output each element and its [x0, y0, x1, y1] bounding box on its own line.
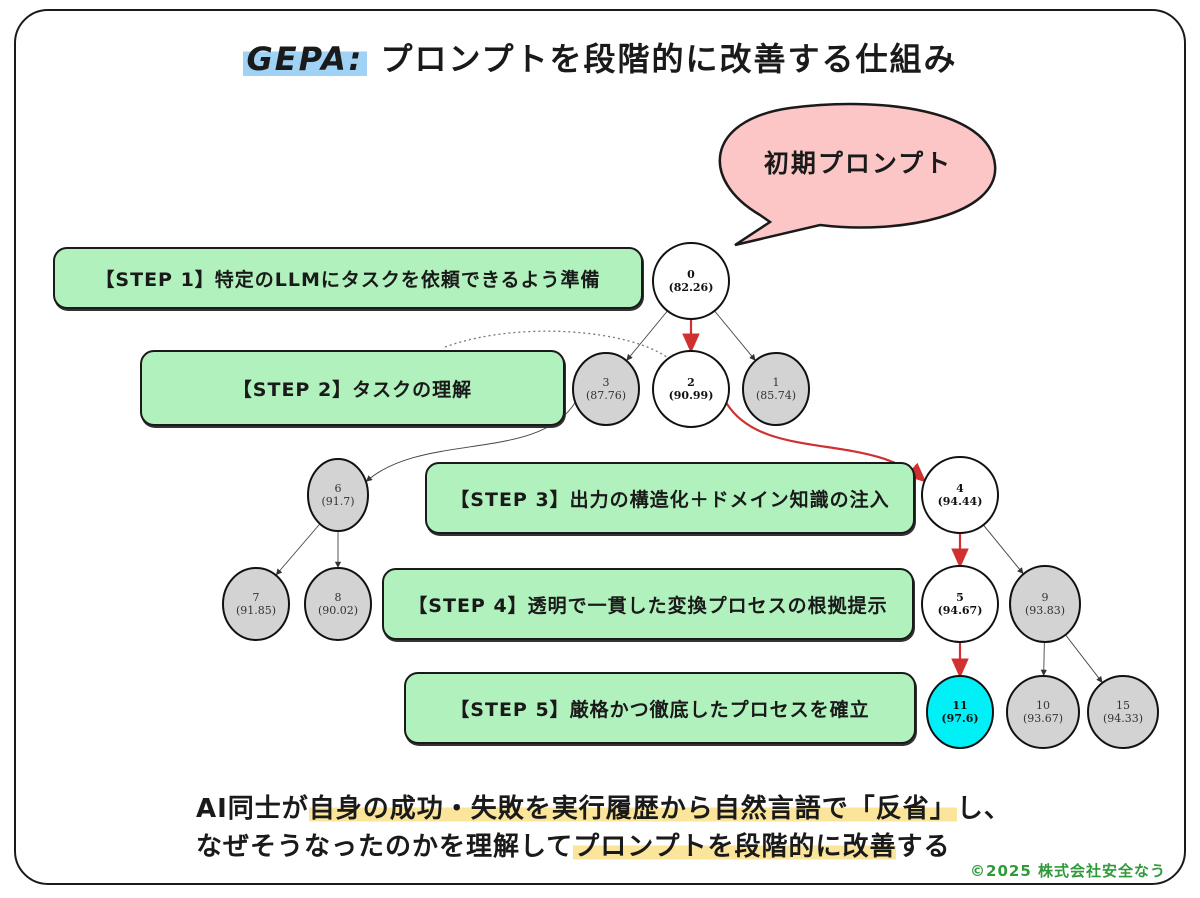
node-circle	[1006, 675, 1080, 749]
node-circle	[304, 567, 372, 641]
node-id: 8	[335, 591, 342, 604]
step-4-box: 【STEP 4】透明で一貫した変換プロセスの根拠提示	[382, 568, 914, 640]
node-id: 15	[1116, 699, 1130, 712]
node-score: (87.76)	[586, 389, 626, 402]
node-circle	[1087, 675, 1159, 749]
speech-bubble	[718, 102, 997, 247]
node-circle	[921, 456, 999, 534]
node-score: (93.67)	[1023, 712, 1063, 725]
edge-9-10	[1040, 641, 1047, 677]
node-id: 11	[952, 699, 967, 712]
caption-text: なぜそうなったのかを理解して	[196, 832, 574, 862]
node-15: 15(94.33)	[1087, 675, 1159, 749]
edge-0-3	[626, 310, 668, 361]
edge-4-9	[983, 524, 1024, 575]
node-id: 1	[773, 376, 780, 389]
node-circle	[307, 458, 369, 532]
node-circle	[926, 675, 994, 749]
node-id: 3	[603, 376, 610, 389]
node-id: 0	[687, 268, 695, 281]
step-3-box: 【STEP 3】出力の構造化＋ドメイン知識の注入	[425, 462, 915, 534]
caption-text: する	[896, 832, 951, 862]
bubble-label: 初期プロンプト	[763, 149, 953, 178]
node-circle	[572, 352, 640, 426]
node-5: 5(94.67)	[921, 565, 999, 643]
caption: AI同士が自身の成功・失敗を実行履歴から自然言語で「反省」し、 なぜそうなったの…	[196, 790, 1011, 866]
step-5-box: 【STEP 5】厳格かつ徹底したプロセスを確立	[404, 672, 916, 744]
node-score: (85.74)	[756, 389, 796, 402]
caption-highlight: プロンプトを段階的に改善	[573, 832, 897, 862]
node-10: 10(93.67)	[1006, 675, 1080, 749]
dotted-connector	[444, 330, 669, 359]
node-circle	[652, 350, 730, 428]
node-id: 10	[1036, 699, 1050, 712]
node-score: (91.7)	[321, 495, 354, 508]
node-id: 9	[1042, 591, 1049, 604]
page-title: GEPA: プロンプトを段階的に改善する仕組み	[0, 34, 1200, 80]
node-id: 5	[956, 591, 964, 604]
node-score: (94.44)	[938, 495, 983, 508]
title-text: プロンプトを段階的に改善する仕組み	[367, 40, 958, 78]
caption-text: し、	[956, 794, 1011, 824]
node-3: 3(87.76)	[572, 352, 640, 426]
node-1: 1(85.74)	[742, 352, 810, 426]
node-2: 2(90.99)	[652, 350, 730, 428]
node-id: 6	[335, 482, 342, 495]
node-score: (90.02)	[318, 604, 358, 617]
node-id: 4	[956, 482, 964, 495]
node-score: (82.26)	[669, 281, 714, 294]
node-9: 9(93.83)	[1009, 565, 1081, 643]
node-id: 2	[687, 376, 695, 389]
copyright: ©2025 株式会社安全なう	[970, 862, 1166, 880]
node-score: (91.85)	[236, 604, 276, 617]
node-circle	[222, 567, 290, 641]
node-score: (94.67)	[938, 604, 983, 617]
caption-line-1: AI同士が自身の成功・失敗を実行履歴から自然言語で「反省」し、	[196, 790, 1011, 828]
outer-frame	[14, 9, 1186, 885]
node-score: (94.33)	[1103, 712, 1143, 725]
node-score: (97.6)	[941, 712, 978, 725]
step-2-box: 【STEP 2】タスクの理解	[140, 350, 565, 426]
caption-text: AI同士が	[196, 794, 309, 824]
step-1-box: 【STEP 1】特定のLLMにタスクを依頼できるよう準備	[53, 247, 643, 309]
edge-9-15	[1065, 634, 1103, 684]
caption-highlight: 自身の成功・失敗を実行履歴から自然言語で「反省」	[308, 794, 957, 824]
node-id: 7	[253, 591, 260, 604]
edge-0-1	[714, 310, 756, 361]
node-6: 6(91.7)	[307, 458, 369, 532]
node-circle	[652, 242, 730, 320]
title-highlight: GEPA:	[242, 40, 368, 78]
node-4: 4(94.44)	[921, 456, 999, 534]
node-circle	[1009, 565, 1081, 643]
caption-line-2: なぜそうなったのかを理解してプロンプトを段階的に改善する	[196, 828, 1011, 866]
node-score: (93.83)	[1025, 604, 1065, 617]
node-7: 7(91.85)	[222, 567, 290, 641]
node-11: 11(97.6)	[926, 675, 994, 749]
node-8: 8(90.02)	[304, 567, 372, 641]
edge-6-7	[275, 523, 321, 576]
node-circle	[921, 565, 999, 643]
node-score: (90.99)	[669, 389, 714, 402]
node-0: 0(82.26)	[652, 242, 730, 320]
node-circle	[742, 352, 810, 426]
